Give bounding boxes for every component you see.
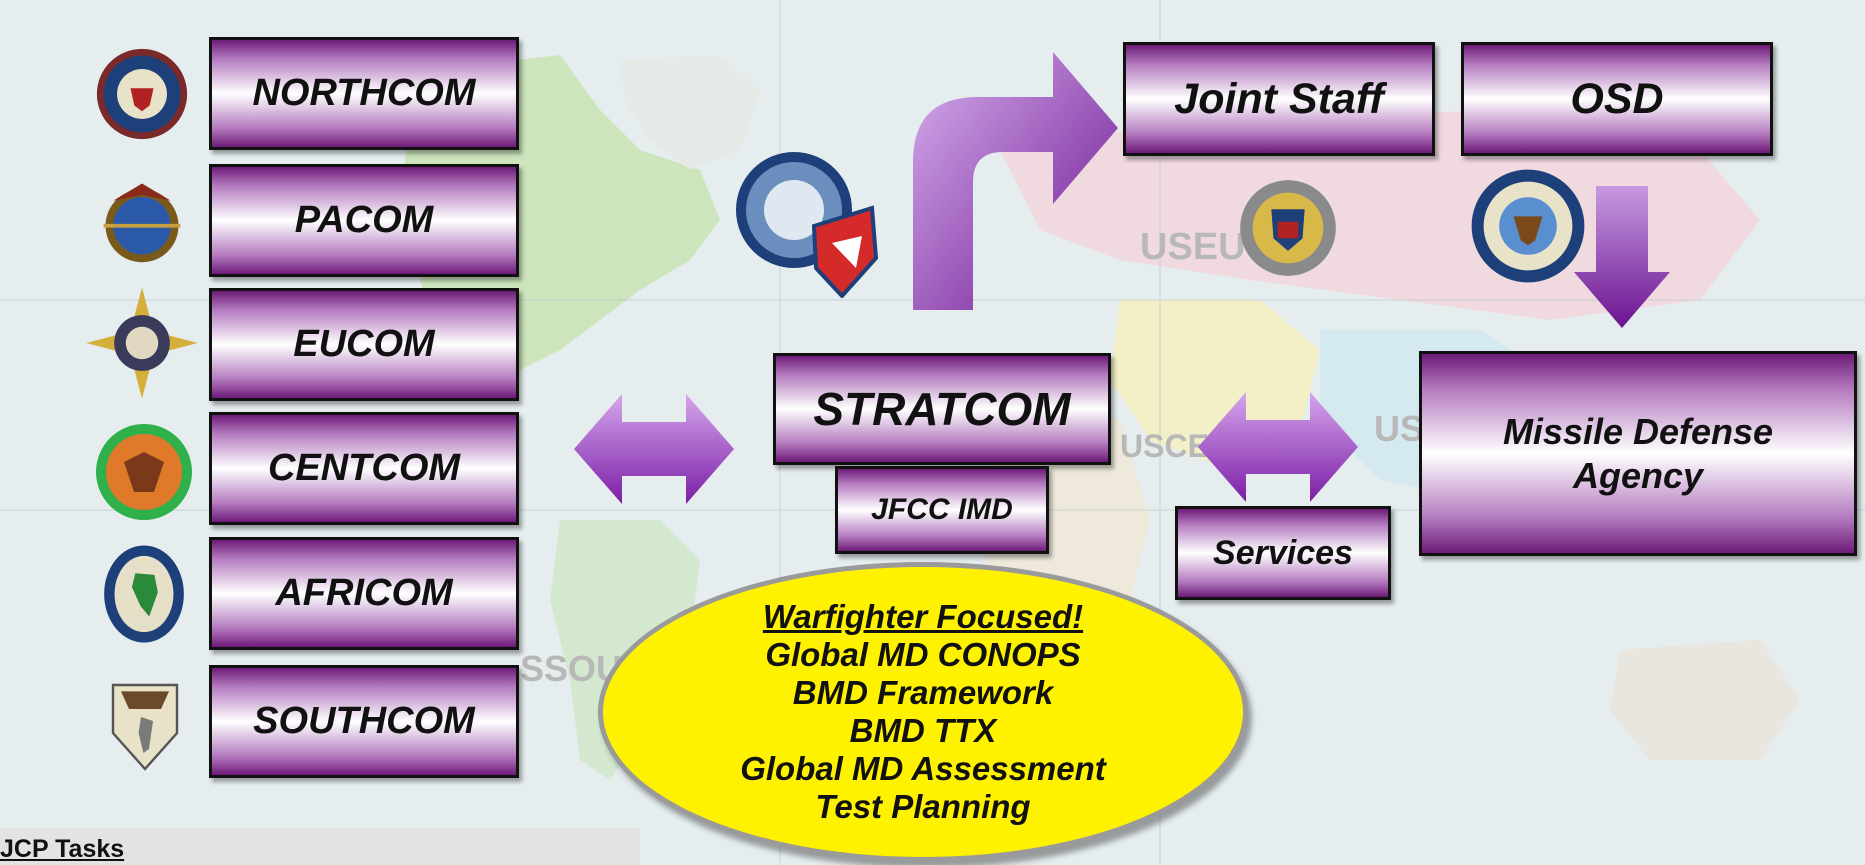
centcom-box: CENTCOM	[209, 412, 519, 525]
mda-box: Missile Defense Agency	[1419, 351, 1857, 556]
southcom-label: SOUTHCOM	[253, 700, 475, 742]
joint-staff-label: Joint Staff	[1174, 74, 1384, 123]
pacom-box: PACOM	[209, 164, 519, 277]
footer-bar	[0, 828, 640, 865]
jfcc-imd-box: JFCC IMD	[835, 466, 1049, 554]
northcom-label: NORTHCOM	[252, 72, 476, 114]
focus-headline: Warfighter Focused!	[762, 598, 1084, 635]
services-box: Services	[1175, 506, 1391, 600]
africom-box: AFRICOM	[209, 537, 519, 650]
map-label-uspacom: US	[1374, 408, 1425, 449]
double-arrow-stratcom-mda	[1198, 392, 1358, 502]
pacom-seal-icon	[103, 183, 181, 263]
focus-item: BMD Framework	[792, 674, 1054, 711]
map-label-useucom: USEU	[1140, 226, 1246, 268]
focus-item: Test Planning	[815, 788, 1031, 825]
joint-staff-seal-icon	[1240, 180, 1336, 276]
centcom-seal-icon	[96, 424, 192, 520]
eucom-seal-icon	[86, 287, 198, 399]
mda-label-line1: Missile Defense	[1502, 410, 1774, 452]
dod-seal-icon	[1471, 169, 1585, 283]
africom-label: AFRICOM	[275, 572, 453, 614]
services-label: Services	[1213, 533, 1353, 572]
curved-arrow-stratcom-joint-staff	[913, 52, 1118, 310]
stratcom-label: STRATCOM	[813, 383, 1071, 435]
eucom-label: EUCOM	[293, 323, 435, 365]
stratcom-box: STRATCOM	[773, 353, 1111, 465]
northcom-box: NORTHCOM	[209, 37, 519, 150]
osd-label: OSD	[1570, 74, 1664, 123]
pacom-label: PACOM	[294, 199, 434, 241]
warfighter-focus-ellipse: Warfighter Focused! Global MD CONOPS BMD…	[598, 562, 1248, 862]
focus-item: BMD TTX	[849, 712, 997, 749]
focus-item: Global MD CONOPS	[765, 636, 1081, 673]
jcp-tasks-label: JCP Tasks	[0, 835, 125, 863]
focus-item: Global MD Assessment	[740, 750, 1106, 787]
centcom-label: CENTCOM	[267, 447, 461, 489]
southcom-box: SOUTHCOM	[209, 665, 519, 778]
mda-label-line2: Agency	[1572, 454, 1704, 496]
stratcom-seal-icon	[736, 152, 879, 298]
eucom-box: EUCOM	[209, 288, 519, 401]
jfcc-imd-label: JFCC IMD	[871, 493, 1013, 526]
osd-box: OSD	[1461, 42, 1773, 156]
joint-staff-box: Joint Staff	[1123, 42, 1435, 156]
northcom-seal-icon	[96, 48, 188, 140]
double-arrow-commands-stratcom	[574, 394, 734, 504]
down-arrow-osd-mda	[1574, 186, 1670, 328]
southcom-seal-icon	[111, 683, 179, 771]
africom-seal-icon	[104, 545, 184, 643]
